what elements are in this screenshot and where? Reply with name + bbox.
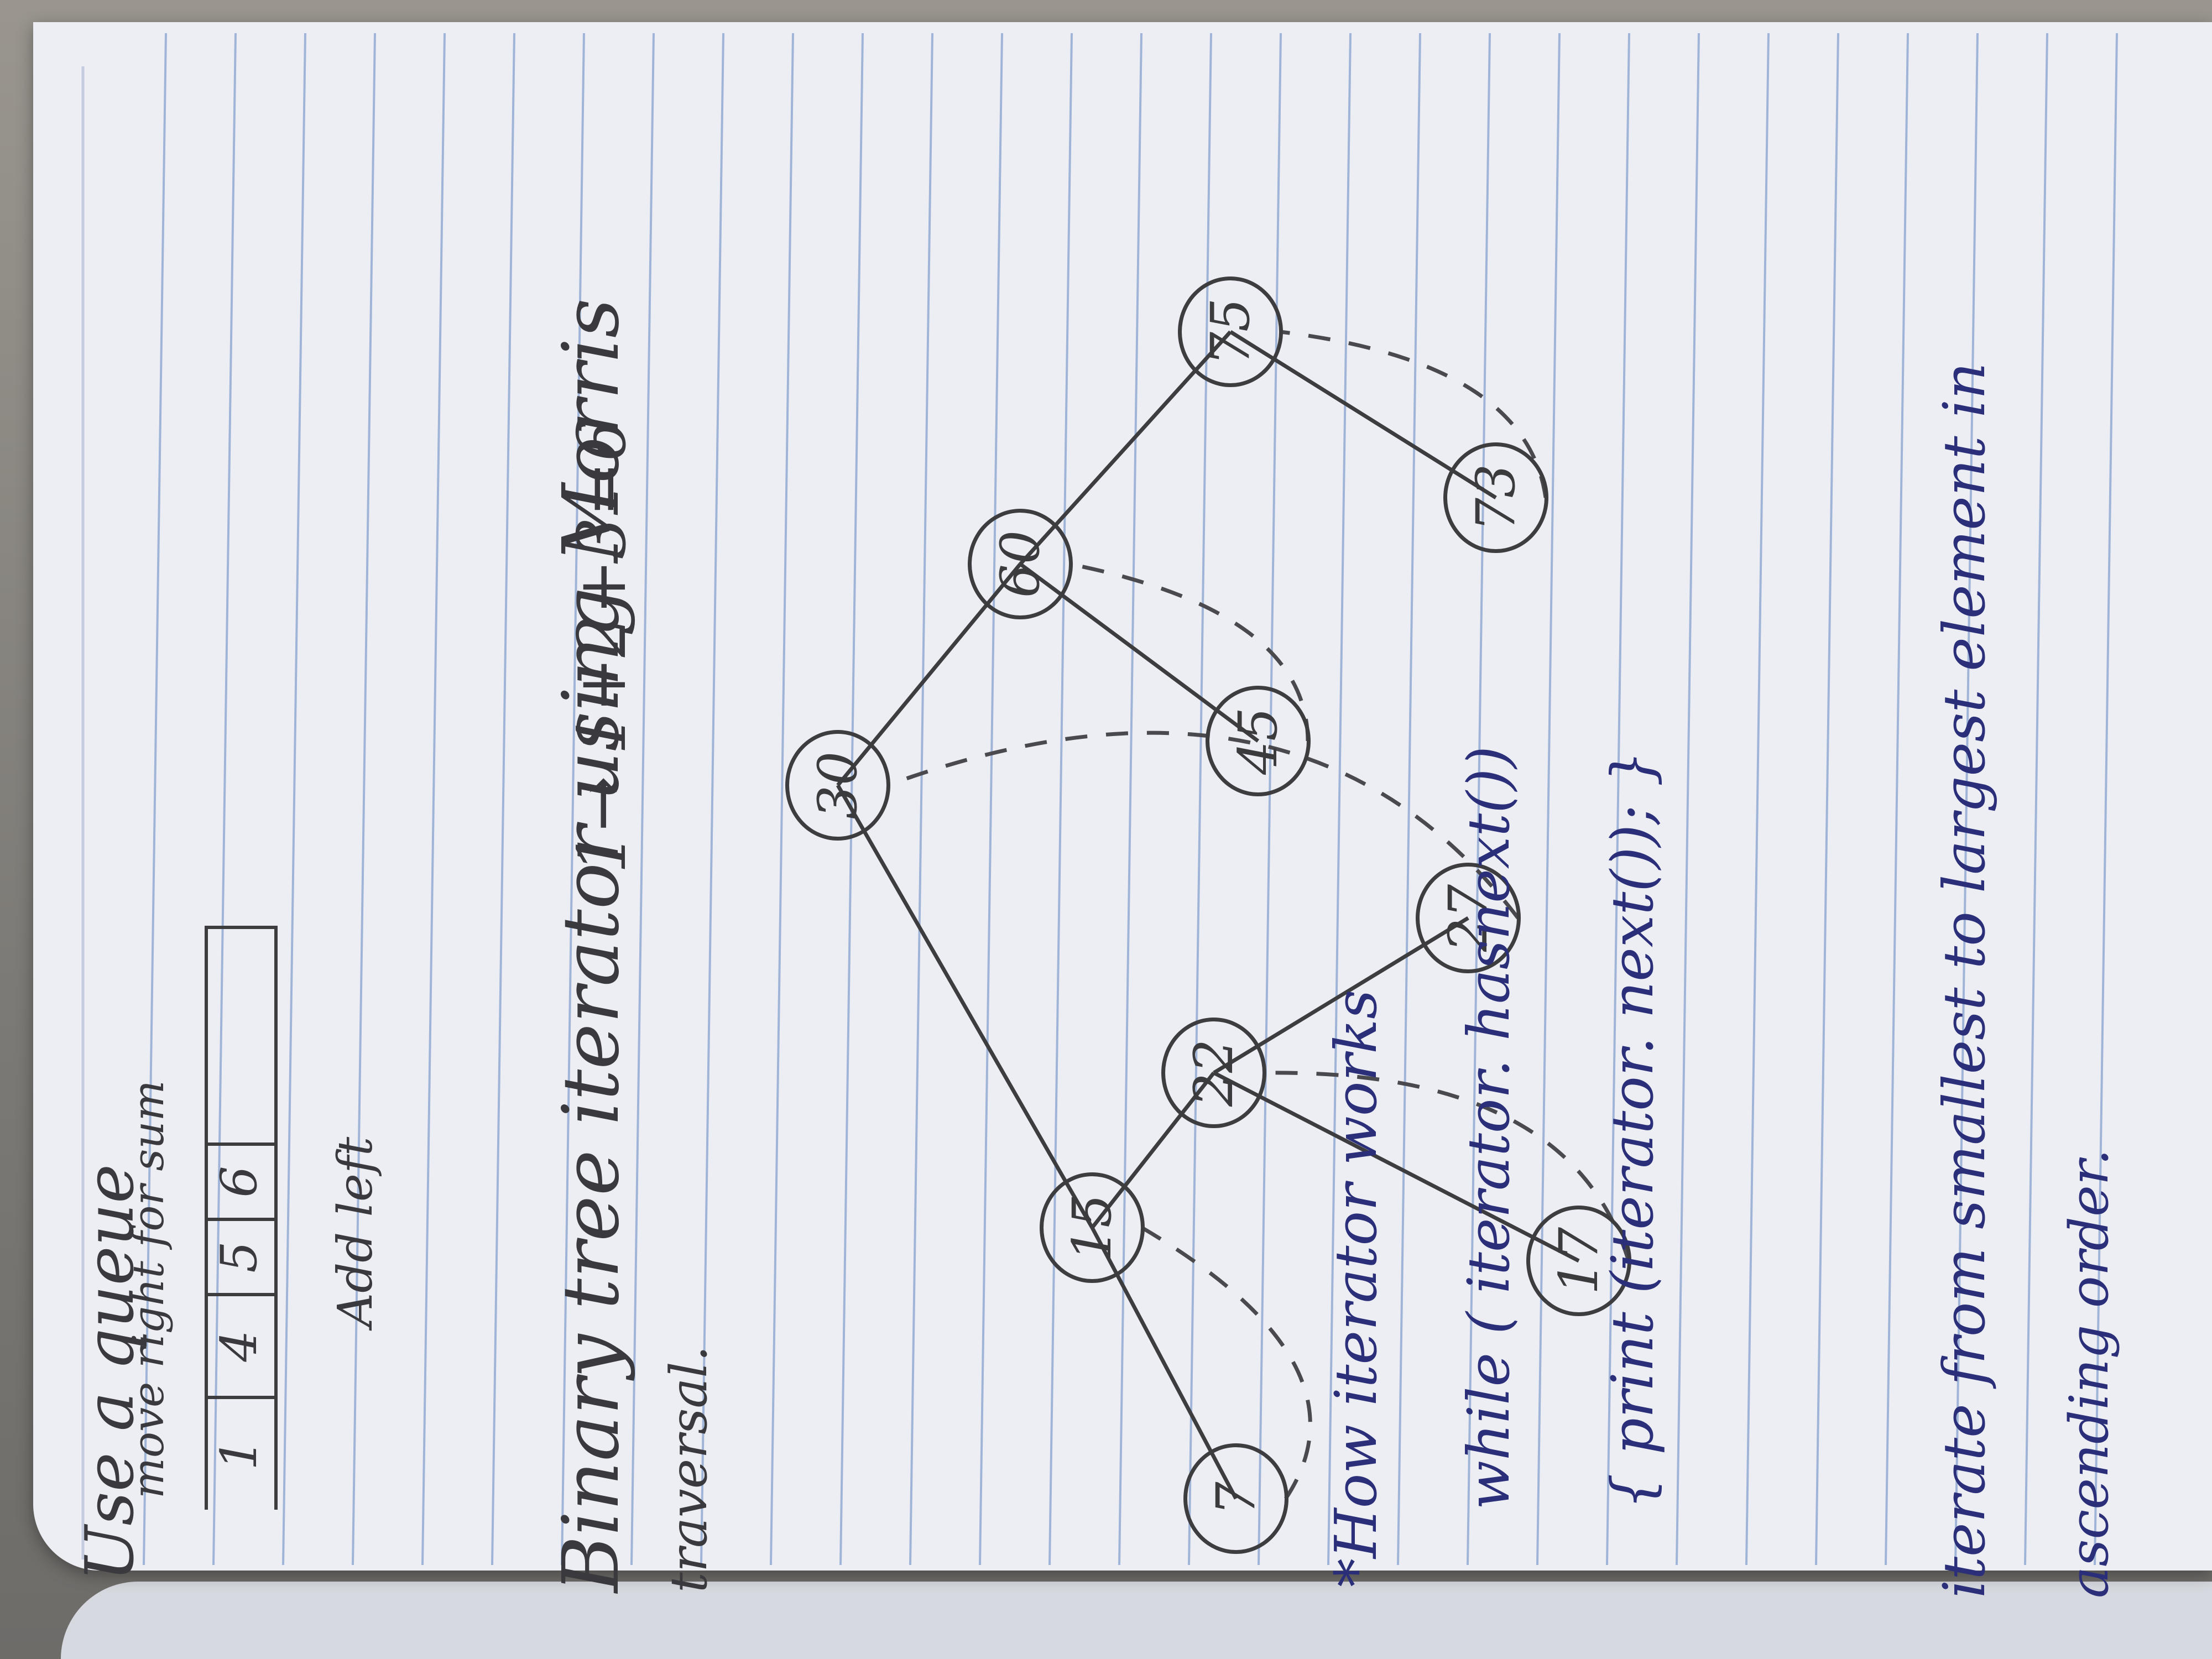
summary-line-2: ascending order. xyxy=(2058,1149,2120,1598)
tree-node-label: 22 xyxy=(1183,1039,1245,1107)
tree-edge xyxy=(1019,330,1232,566)
thread-arrow xyxy=(1280,330,1548,498)
thread-arrow xyxy=(1263,1071,1631,1262)
code-while-line: while ( iterator. hasnext()) xyxy=(1455,746,1522,1510)
tree-node-label: 45 xyxy=(1227,707,1289,775)
tree-edge xyxy=(1019,562,1260,743)
how-iterator-title: *How iterator works xyxy=(1322,989,1390,1587)
tree-node: 73 xyxy=(1443,442,1548,553)
tree-node: 45 xyxy=(1206,686,1311,796)
thread-arrow xyxy=(1141,1225,1312,1500)
tree-node-label: 15 xyxy=(1061,1193,1123,1262)
thread-arrow xyxy=(1070,562,1310,742)
tree-node-label: 75 xyxy=(1199,298,1261,366)
tree-node: 75 xyxy=(1178,276,1283,387)
tree-edge xyxy=(1090,1227,1238,1500)
tree-node-label: 30 xyxy=(807,751,869,820)
tree-node-label: 73 xyxy=(1465,463,1527,532)
tree-edge xyxy=(1229,330,1497,499)
tree-edge xyxy=(1213,916,1469,1074)
tree-node: 30 xyxy=(785,730,890,841)
tree-node-label: 7 xyxy=(1205,1481,1267,1516)
tree-edge xyxy=(1091,1071,1215,1229)
tree-node: 7 xyxy=(1183,1443,1288,1554)
tree-edge xyxy=(1213,1071,1580,1263)
tree-node: 60 xyxy=(968,509,1073,619)
summary-line-1: iterate from smallest to largest element… xyxy=(1931,362,1998,1598)
notebook-page-edge xyxy=(61,1582,2212,1659)
tree-edge xyxy=(836,562,1022,787)
tree-node: 22 xyxy=(1161,1018,1266,1128)
code-print-line: { print (iterator. next()); } xyxy=(1599,750,1666,1510)
thread-arrow xyxy=(886,731,1520,920)
tree-edge xyxy=(836,784,1094,1229)
tree-node-label: 60 xyxy=(989,530,1051,598)
tree-node: 15 xyxy=(1040,1172,1145,1283)
